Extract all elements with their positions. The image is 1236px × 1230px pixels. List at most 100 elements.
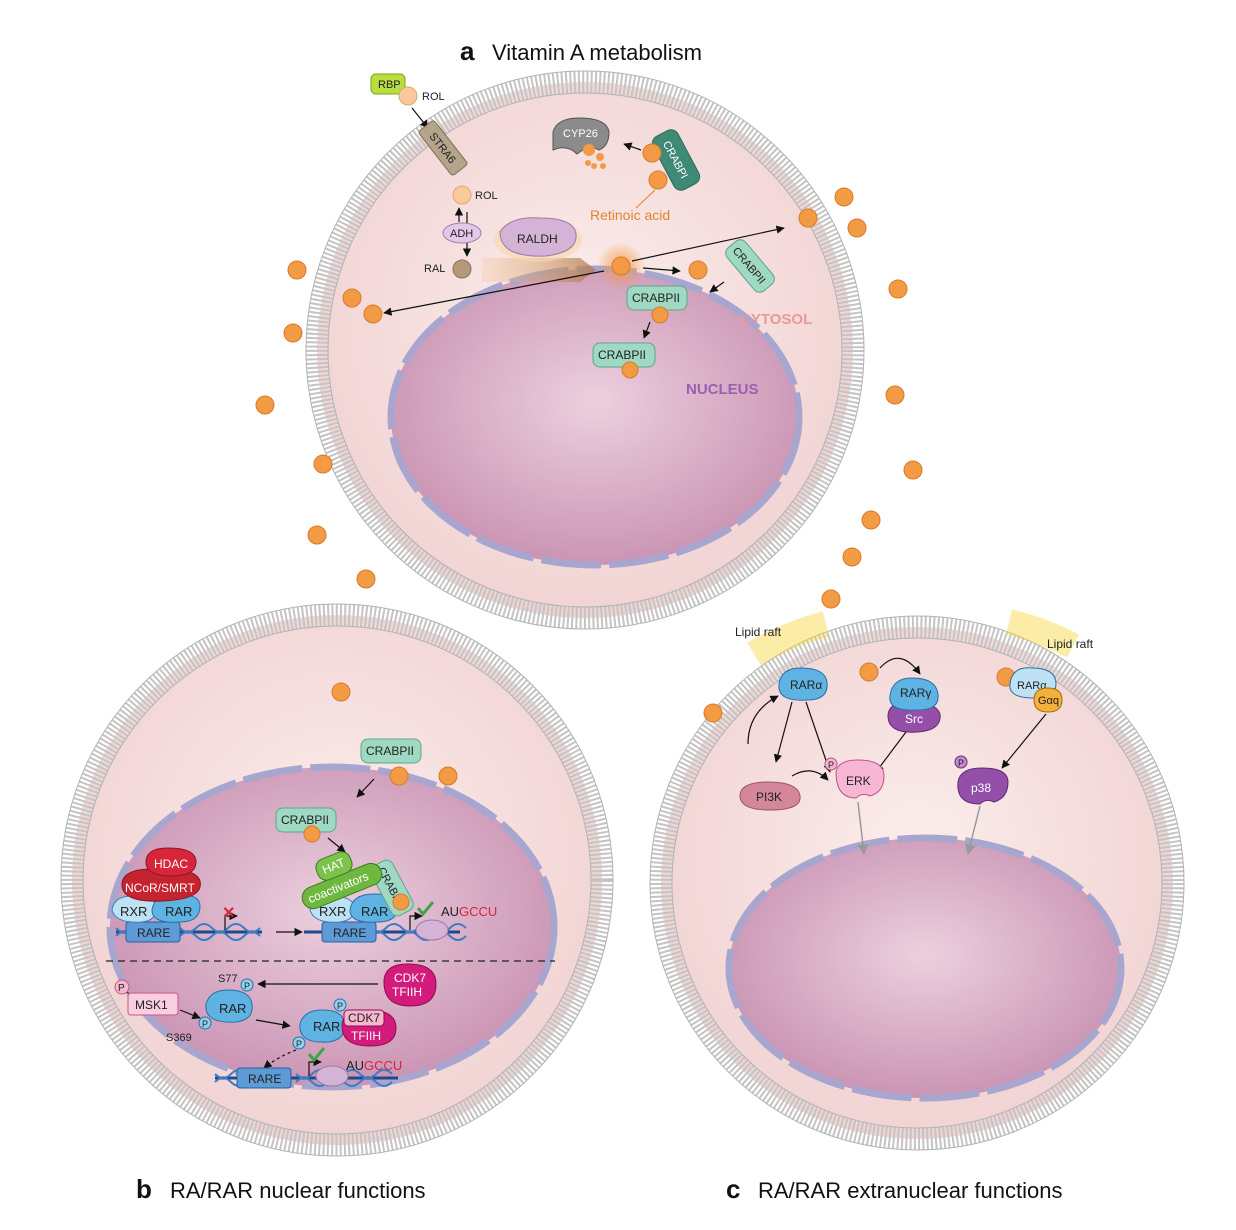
nucleus-label: NUCLEUS [686, 381, 759, 398]
ra-c-membrane-left [703, 703, 723, 723]
gaq-to-p38-arrow [1001, 713, 1047, 769]
cdk7-bottom-box [343, 1009, 385, 1027]
pi3k-to-erk-arrow [791, 770, 829, 781]
stra6-transporter: STRA6 [418, 120, 468, 176]
ra-near-crabpii [688, 260, 708, 280]
ra-bound-crabpii-a3 [621, 361, 639, 379]
rol-outer-molecule [398, 86, 418, 106]
rarg-label: RARγ [900, 686, 931, 700]
hdac-corepressor [145, 847, 197, 877]
rara-right-label: RARα [1017, 680, 1047, 692]
rxr-right-label: RXR [319, 904, 346, 919]
ncor-label: NCoR/SMRT [125, 881, 195, 895]
ra-to-crabpii-arrow [642, 266, 681, 275]
ra-to-rarg-arrow [879, 657, 921, 675]
ral-label: RAL [424, 263, 445, 275]
p-bottom-left-circle [292, 1036, 306, 1050]
p-p38-circle [954, 755, 968, 769]
retinoic-acid-leader-line [635, 189, 656, 209]
active-complex: RARE RXR RAR CRABPII coactivators HAT AU [301, 851, 497, 943]
p-msk1-circle [114, 979, 130, 995]
ra-bound-crabpii-b [303, 825, 321, 843]
cytosol-label: CYTOSOL [740, 311, 812, 328]
msk1-kinase [127, 992, 179, 1016]
rare-bottom-label: RARE [248, 1072, 281, 1086]
mrna-bottom-gccu: GCCU [364, 1058, 402, 1073]
panel-b: CRABPII CRABPII RARE RXR RAR NCoR/SMRT H… [60, 603, 614, 1204]
crabpii-b-nucleus-label: CRABPII [281, 813, 329, 827]
rara-left-label: RARα [790, 678, 822, 692]
rar-left-label: RAR [165, 904, 192, 919]
rare-left-label: RARE [137, 926, 170, 940]
ra-bound-rar-right [392, 893, 410, 911]
pol2-bottom [315, 1065, 349, 1087]
retinoic-acid-label: Retinoic acid [590, 207, 670, 223]
ra-membrane-left-outer [342, 288, 362, 308]
nuclear-envelope-b [106, 763, 558, 1091]
msk1-phosphorylation-arrow [179, 1009, 201, 1020]
adh-label: ADH [450, 228, 473, 240]
rarg [889, 677, 939, 711]
membrane-outer-edge-c [649, 615, 1185, 1151]
nucleus-c [729, 838, 1121, 1098]
ra-b-cytosol-2 [389, 766, 409, 786]
gaq-protein [1033, 687, 1063, 713]
repression-cross: ✕ [222, 905, 235, 922]
erk-kinase [835, 759, 885, 799]
rare-bottom-box [236, 1067, 292, 1089]
ra-degradation-fragments [583, 144, 606, 169]
rare-left-box [125, 921, 181, 943]
mrna-top-au: AU [441, 904, 459, 919]
crabpii-a2-label: CRABPII [632, 291, 680, 305]
rol-inner-label: ROL [475, 190, 498, 202]
msk1-label: MSK1 [135, 998, 168, 1012]
rara-to-pi3k-arrow [773, 701, 793, 763]
s369-label: S369 [166, 1032, 192, 1044]
erk-nuclear-arrow [857, 801, 869, 856]
p-bottom-top-circle [333, 998, 347, 1012]
mrna-bottom-au: AU [346, 1058, 364, 1073]
ra-c-cytosol [859, 662, 879, 682]
raldh-enzyme [499, 217, 577, 257]
ra-retinoic-acid-example [648, 170, 668, 190]
bottom-transcription-unit: RARE AU GCCU [214, 1047, 402, 1089]
lipid-raft-left-label: Lipid raft [735, 625, 782, 639]
p-erk-label: P [828, 760, 834, 770]
erk-label: ERK [846, 774, 871, 788]
lipid-raft-left [747, 611, 830, 666]
dissociation-arrow [263, 1049, 297, 1069]
rar-to-cdk7-arrow [255, 1019, 291, 1029]
nucleus-a [391, 269, 799, 565]
membrane-inner-edge-a [327, 92, 843, 608]
gaq-label: Gαq [1038, 695, 1059, 707]
activation-check-bottom [307, 1047, 326, 1063]
extracellular-ra [255, 187, 923, 609]
rol-inner-molecule [452, 185, 472, 205]
panel-b-title: RA/RAR nuclear functions [170, 1178, 426, 1203]
ra-bound-crabpii-a2 [651, 306, 669, 324]
crabpii-a3-label: CRABPII [598, 348, 646, 362]
p-bottom-top-label: P [337, 1001, 343, 1011]
nuclear-envelope-a [387, 265, 803, 569]
panel-a-title: Vitamin A metabolism [492, 40, 702, 65]
ral-molecule [452, 259, 472, 279]
ra-membrane-right [798, 208, 818, 228]
p-s77-label: P [244, 981, 250, 991]
p38-kinase [957, 767, 1009, 805]
ra-to-rara-left-arrow [747, 695, 779, 745]
src-to-erk-arrow [875, 731, 907, 773]
hat-complex: HAT [315, 851, 353, 881]
cdk7-bottom-label: CDK7 [348, 1011, 380, 1025]
tss-bottom [308, 1057, 322, 1076]
raldh-label: RALDH [517, 232, 558, 246]
p-s369-circle [198, 1016, 212, 1030]
rol-outer-label: ROL [422, 91, 445, 103]
lipid-raft-right [1005, 609, 1080, 658]
repressed-complex: RARE RXR RAR NCoR/SMRT HDAC ✕ [111, 847, 262, 943]
s77-label: S77 [218, 973, 238, 985]
rare-right-box [321, 921, 377, 943]
rar-phosphorylated [205, 989, 253, 1023]
pol2-top [415, 919, 449, 941]
panel-c: Lipid raft Lipid raft RARα Src RARγ RARα… [649, 609, 1185, 1204]
